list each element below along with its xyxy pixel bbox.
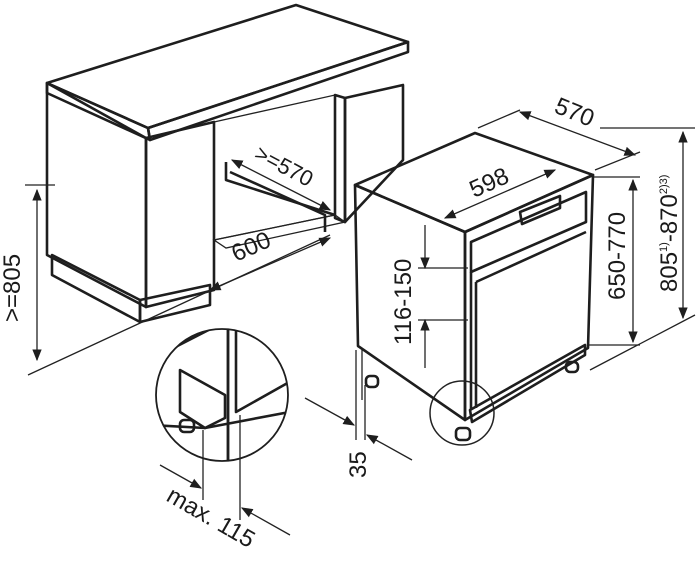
- dim-plinth-depth: [365, 434, 413, 461]
- right-cabinet-side: [333, 93, 347, 224]
- detail-floor-line: [156, 408, 288, 430]
- countertop-left-edge: [45, 81, 152, 142]
- countertop-front-edge: [146, 40, 410, 142]
- label-niche-width: 600: [227, 227, 275, 268]
- dim-niche-depth: [230, 159, 332, 211]
- left-plinth-front: [138, 283, 212, 324]
- dimension-labels: >=805 600 >=570 570 598 116-150 650-770 …: [0, 93, 683, 554]
- counter-cabinet: [45, 3, 410, 324]
- detail-plinth-step: [178, 368, 227, 430]
- label-counter-height: >=805: [0, 254, 26, 322]
- detail-foot: [178, 418, 196, 434]
- right-cabinet-front: [343, 83, 405, 224]
- label-niche-depth: >=570: [251, 140, 318, 191]
- detail-marker-small: [429, 380, 495, 446]
- dim-appliance-width: [443, 169, 557, 219]
- foot-back-left: [364, 374, 380, 389]
- dim-appliance-depth: [518, 111, 637, 156]
- label-appliance-height: 650-770: [604, 212, 631, 300]
- dishwasher-front: [463, 173, 595, 422]
- dim-plinth-max: [240, 507, 291, 536]
- detail-enlargement: [155, 328, 289, 462]
- label-appliance-width: 598: [465, 163, 513, 204]
- detail-front-panel: [226, 329, 288, 461]
- left-cabinet-front: [144, 120, 216, 309]
- dimension-lines: [25, 109, 696, 536]
- dim-niche-width: [208, 237, 332, 291]
- foot-front-right: [564, 360, 580, 374]
- foot-front-left: [454, 426, 472, 442]
- door-frame-top: [475, 230, 587, 284]
- label-adjust-height: 8051)-8702)3): [656, 175, 683, 292]
- label-plinth-depth: 35: [345, 451, 372, 478]
- dishwasher-plinth: [468, 343, 587, 424]
- countertop-top: [45, 3, 410, 130]
- detail-door-edge: [234, 329, 288, 414]
- panel-handle: [518, 194, 562, 226]
- label-plinth-max: max. 115: [162, 482, 259, 554]
- label-panel-height: 116-150: [390, 259, 417, 345]
- detail-side-panel: [156, 329, 230, 461]
